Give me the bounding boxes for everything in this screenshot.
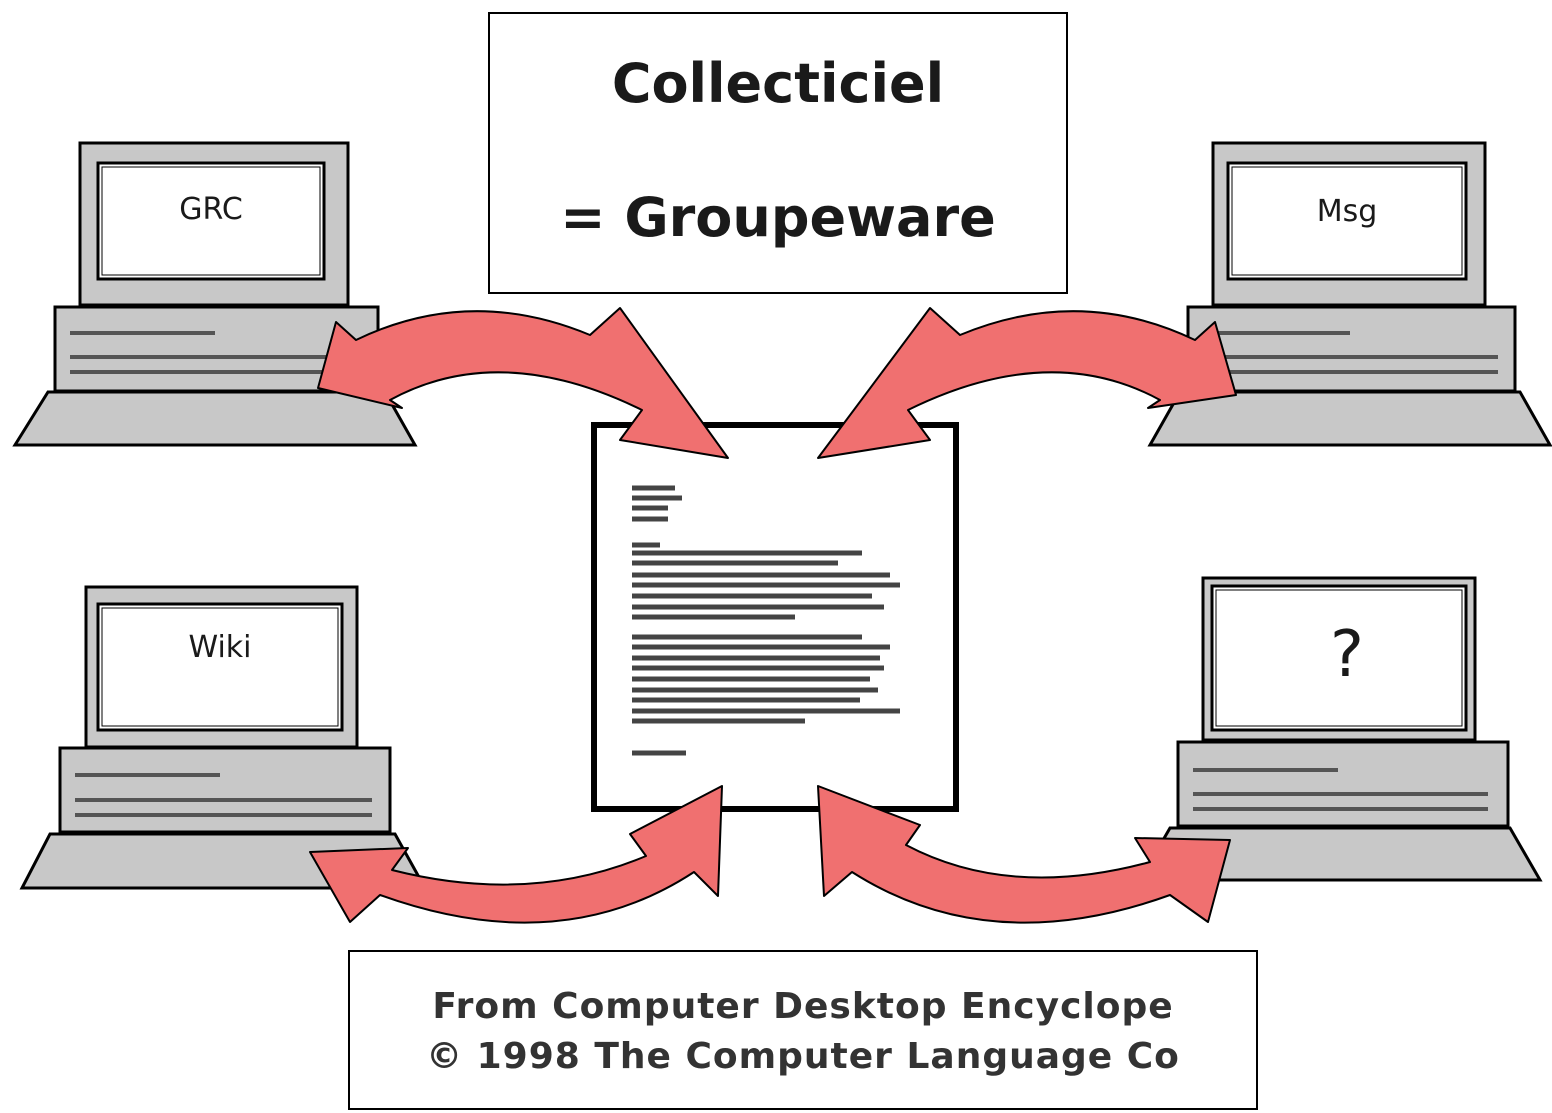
screen-label-grc: GRC (179, 192, 243, 227)
screen-label-msg: Msg (1316, 194, 1378, 229)
computer-bottom-left (19, 585, 428, 890)
title-line-2: = Groupeware (560, 186, 996, 249)
arrow-top-left (317, 307, 729, 459)
credit-box: From Computer Desktop Encyclope © 1998 T… (348, 950, 1258, 1110)
arrow-top-right (817, 307, 1237, 459)
arrow-bottom-left (309, 785, 723, 924)
computer-top-right (1147, 141, 1552, 447)
credit-line-1: From Computer Desktop Encyclope (432, 986, 1174, 1027)
title-line-1: Collecticiel (611, 52, 945, 115)
title-box: Collecticiel = Groupeware (488, 12, 1068, 294)
arrow-bottom-right (817, 785, 1231, 924)
credit-line-2: © 1998 The Computer Language Co (426, 1036, 1180, 1077)
screen-label-question: ? (1330, 618, 1364, 692)
computer-top-left (12, 141, 418, 447)
document-text-lines (632, 485, 900, 756)
screen-label-wiki: Wiki (188, 630, 252, 665)
shared-document (591, 422, 959, 812)
computer-bottom-right (1137, 576, 1543, 882)
